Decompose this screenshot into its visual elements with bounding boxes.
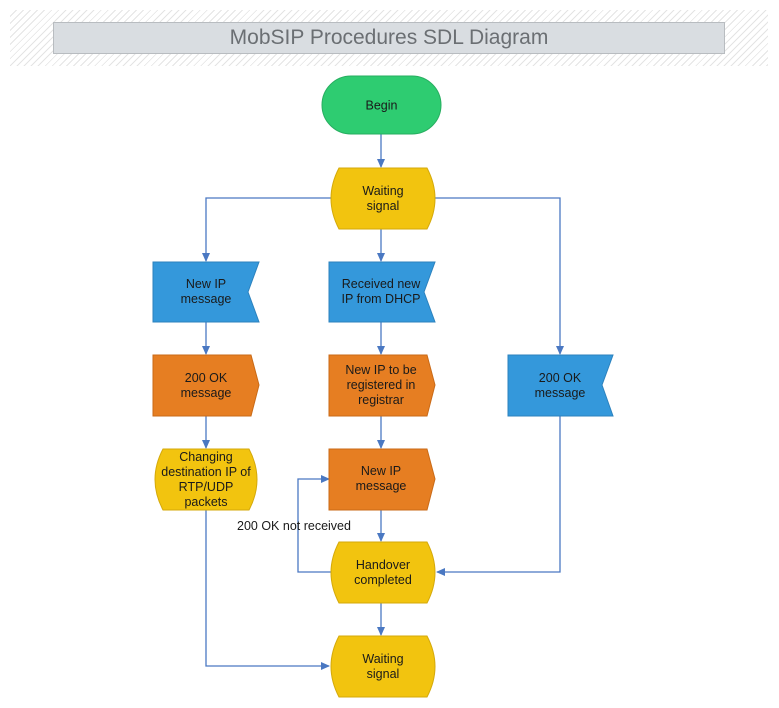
edge-changing-to-waiting-bottom: [205, 510, 330, 670]
new-ip-left-line-1: New IP: [186, 277, 226, 291]
registered-line-3: registrar: [358, 393, 404, 407]
ok-message-right: 200 OK message: [507, 354, 614, 417]
handover-completed-node: Handover completed: [330, 541, 436, 604]
ok-right-line-2: message: [535, 386, 586, 400]
new-ip-message-left: New IP message: [152, 261, 260, 323]
new-ip-message-center: New IP message: [328, 448, 436, 511]
registered-line-1: New IP to be: [345, 363, 416, 377]
handover-line-1: Handover: [356, 558, 410, 572]
edge-waiting-to-new-ip-left: [202, 197, 331, 262]
new-ip-center-line-1: New IP: [361, 464, 401, 478]
edge-handover-loop-back: [297, 475, 331, 573]
changing-line-4: packets: [184, 495, 227, 509]
changing-line-1: Changing: [179, 450, 233, 464]
waiting-signal-bottom: Waiting signal: [330, 635, 436, 698]
received-ip-line-1: Received new: [342, 277, 421, 291]
ok-left-line-1: 200 OK: [185, 371, 228, 385]
ok-right-line-1: 200 OK: [539, 371, 582, 385]
waiting-bottom-line-2: signal: [367, 667, 400, 681]
changing-destination-node: Changing destination IP of RTP/UDP packe…: [154, 448, 258, 511]
waiting-bottom-line-1: Waiting: [362, 652, 403, 666]
waiting-top-line-1: Waiting: [362, 184, 403, 198]
waiting-signal-top: Waiting signal: [330, 167, 436, 230]
ok-left-line-2: message: [181, 386, 232, 400]
changing-line-3: RTP/UDP: [179, 480, 234, 494]
edge-ok-right-to-handover: [436, 416, 561, 576]
waiting-top-line-2: signal: [367, 199, 400, 213]
edge-waiting-to-ok-right: [435, 197, 564, 355]
changing-line-2: destination IP of: [161, 465, 251, 479]
new-ip-left-line-2: message: [181, 292, 232, 306]
new-ip-registered-node: New IP to be registered in registrar: [328, 354, 436, 417]
loop-edge-label: 200 OK not received: [237, 519, 351, 533]
received-ip-line-2: IP from DHCP: [342, 292, 421, 306]
diagram-title: MobSIP Procedures SDL Diagram: [53, 22, 725, 54]
received-new-ip-node: Received new IP from DHCP: [328, 261, 436, 323]
handover-line-2: completed: [354, 573, 412, 587]
begin-label: Begin: [366, 99, 398, 113]
ok-message-left: 200 OK message: [152, 354, 260, 417]
new-ip-center-line-2: message: [356, 479, 407, 493]
begin-node: Begin: [321, 75, 442, 135]
registered-line-2: registered in: [347, 378, 416, 392]
